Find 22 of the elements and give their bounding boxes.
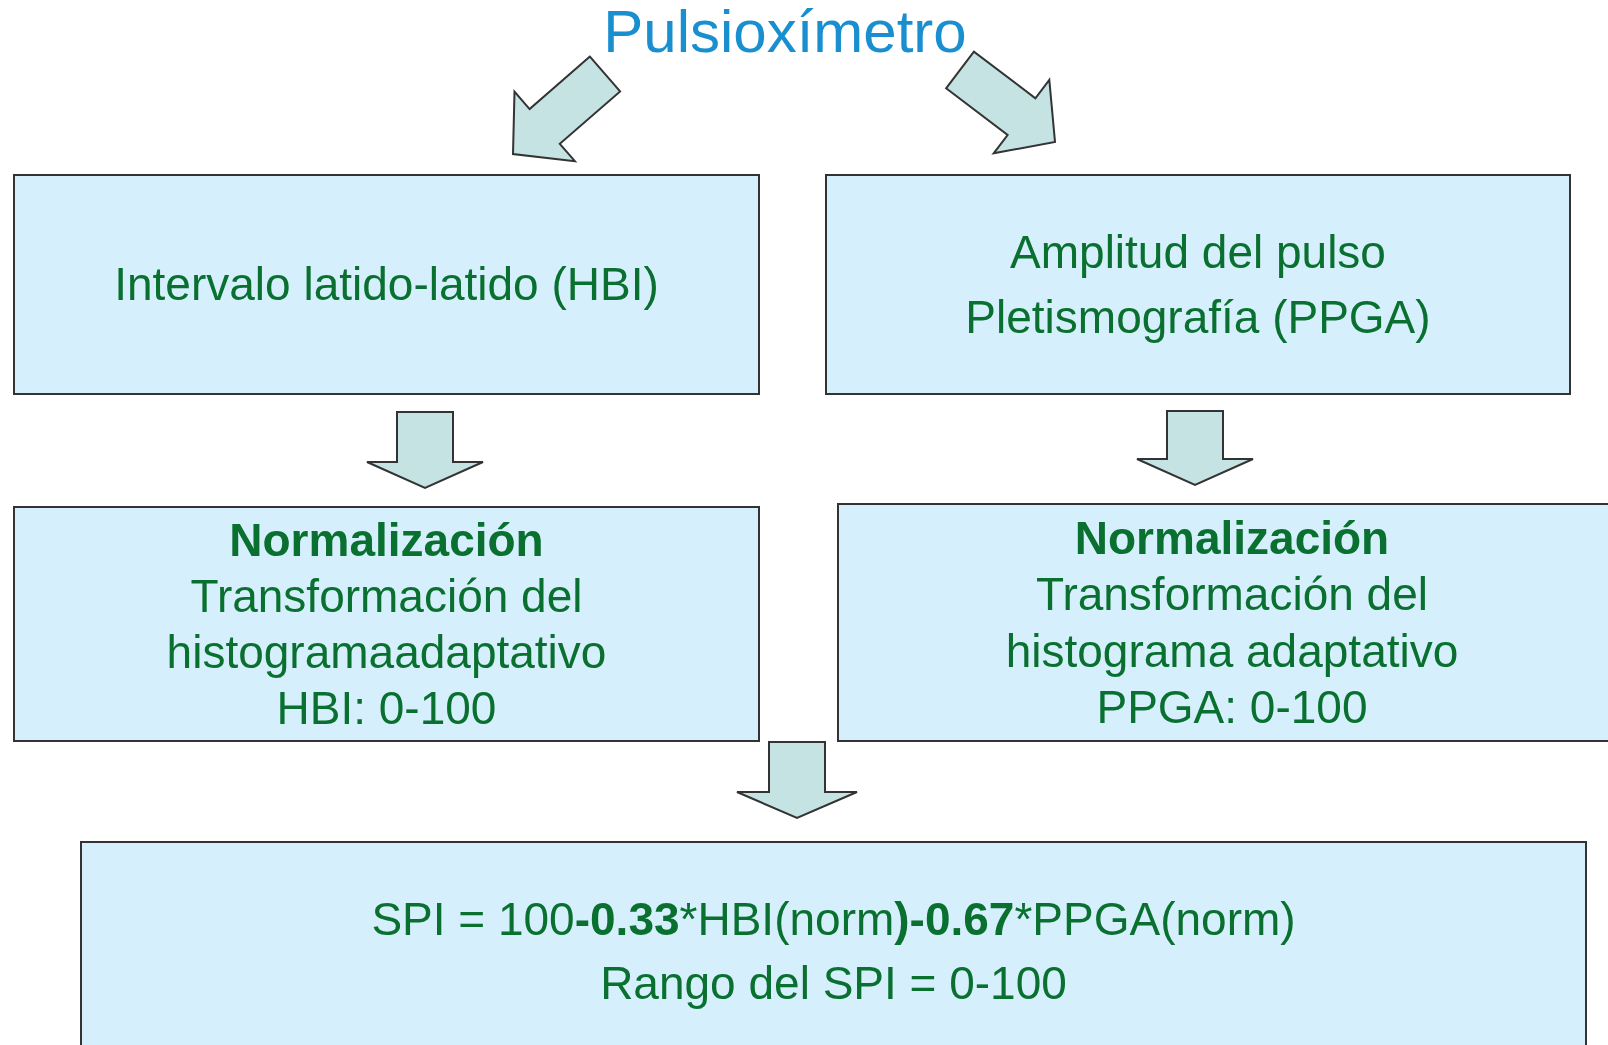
- box-text: Amplitud del pulso: [1010, 225, 1386, 281]
- process-box: [80, 841, 1587, 1045]
- box-heading: Normalización: [1074, 511, 1390, 567]
- box-text: Rango del SPI = 0-100: [600, 956, 1067, 1011]
- box-text: Intervalo latido-latido (HBI): [114, 257, 659, 313]
- box-text: PPGA: 0-100: [1096, 679, 1368, 735]
- block-arrow: [1136, 410, 1254, 487]
- process-box: [13, 506, 760, 742]
- block-arrow: [736, 741, 858, 820]
- box-text: HBI: 0-100: [276, 681, 497, 737]
- process-box: [825, 174, 1571, 395]
- title-text: Pulsioxímetro: [585, 0, 985, 64]
- box-text: SPI = 100-0.33*HBI(norm)-0.67*PPGA(norm): [371, 891, 1296, 947]
- process-box: [837, 503, 1608, 742]
- block-arrow: [366, 411, 484, 490]
- process-box: [13, 174, 760, 395]
- box-text: Transformación del histograma adaptativo: [1004, 567, 1460, 679]
- box-text: Pletismografía (PPGA): [965, 289, 1431, 345]
- block-arrow: [511, 55, 622, 163]
- box-heading: Normalización: [229, 512, 544, 568]
- block-arrow: [944, 50, 1057, 155]
- box-text: Transformación del histogramaadaptativo: [165, 568, 608, 680]
